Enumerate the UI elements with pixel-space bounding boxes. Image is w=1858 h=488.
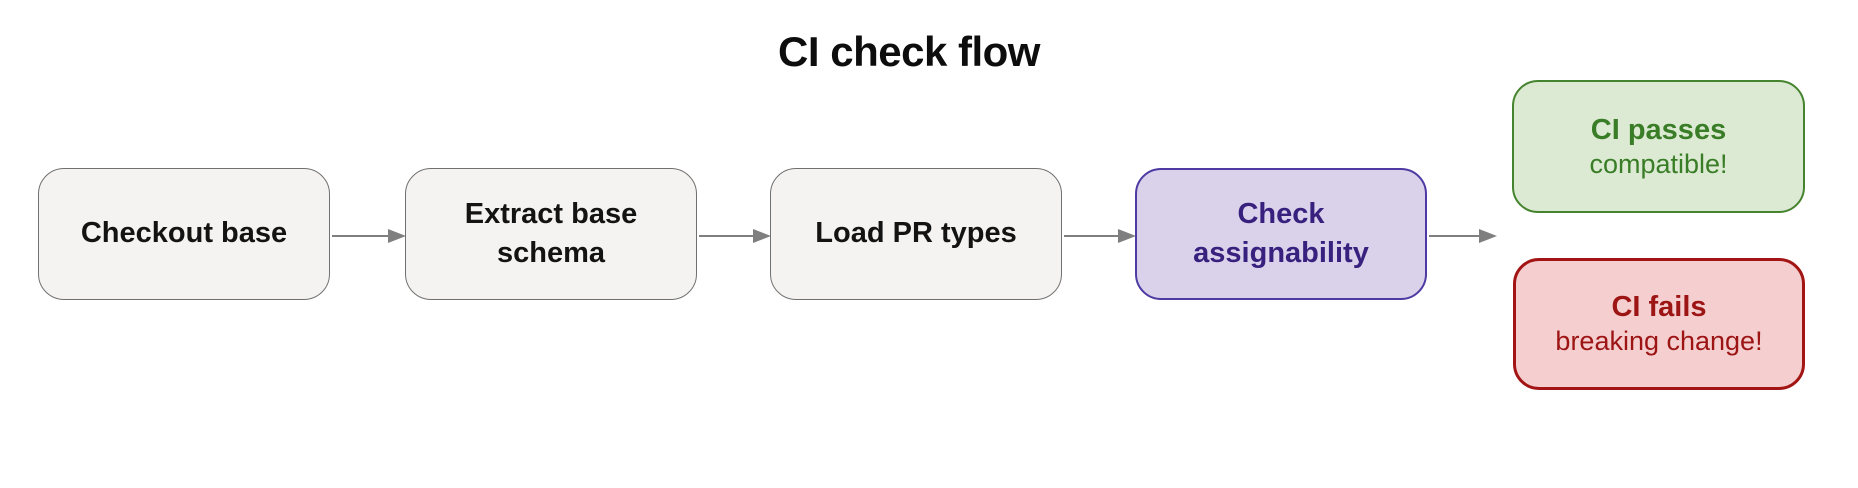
outcome-ci-fails: CI fails breaking change! — [1513, 258, 1805, 390]
arrow-head-icon — [1118, 229, 1136, 243]
flow-step-label: Load PR types — [815, 217, 1017, 250]
arrow-extract-to-load — [699, 227, 771, 245]
flow-step-check-assignability: Check assignability — [1135, 168, 1427, 300]
arrow-shaft — [1064, 234, 1121, 238]
arrow-shaft — [1429, 234, 1482, 238]
arrow-head-icon — [753, 229, 771, 243]
arrow-shaft — [332, 234, 391, 238]
flow-step-label: Check assignability — [1193, 197, 1369, 269]
outcome-ci-passes: CI passes compatible! — [1512, 80, 1805, 213]
arrow-checkout-to-extract — [332, 227, 406, 245]
flow-step-checkout-base: Checkout base — [38, 168, 330, 300]
arrow-shaft — [699, 234, 756, 238]
diagram-title: CI check flow — [778, 28, 1040, 75]
arrow-check-to-outcomes — [1429, 227, 1497, 245]
flow-step-load-pr-types: Load PR types — [770, 168, 1062, 300]
flow-step-label: Checkout base — [80, 217, 288, 250]
outcome-subtitle: breaking change! — [1555, 326, 1763, 357]
flow-step-extract-base-schema: Extract base schema — [405, 168, 697, 300]
flow-step-label: Extract base schema — [464, 197, 638, 269]
outcome-title: CI passes — [1590, 113, 1727, 146]
arrow-head-icon — [388, 229, 406, 243]
outcome-title: CI fails — [1611, 291, 1707, 323]
outcome-subtitle: compatible! — [1589, 148, 1728, 179]
arrow-load-to-check — [1064, 227, 1136, 245]
arrow-head-icon — [1479, 229, 1497, 243]
